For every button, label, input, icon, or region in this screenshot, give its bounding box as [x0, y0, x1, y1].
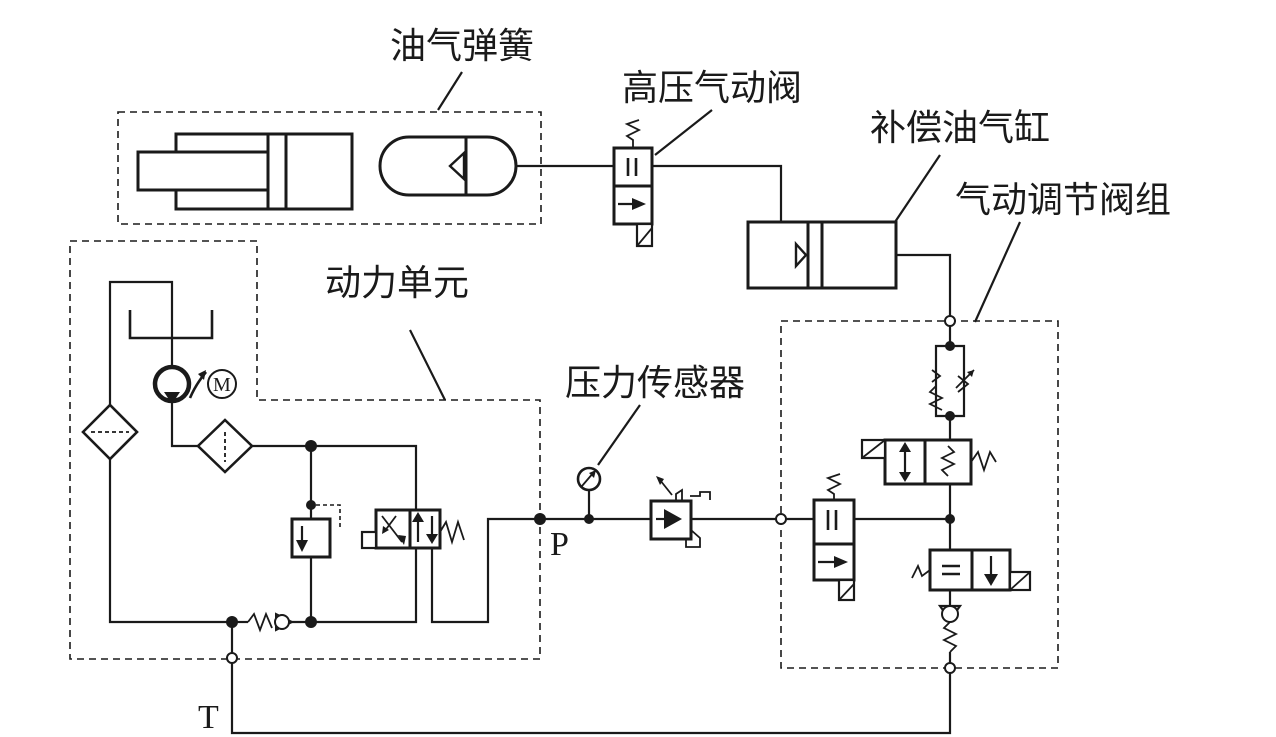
filter-left	[81, 403, 139, 461]
oil-gas-spring-group-border	[117, 111, 542, 225]
pneumatic-valve-group-border	[780, 320, 1059, 669]
port-p-label: P	[550, 526, 569, 563]
label-pressure-sensor: 压力传感器	[565, 363, 745, 404]
label-power-unit: 动力单元	[325, 263, 469, 304]
junction-t	[226, 652, 238, 664]
label-hp-pneumatic-valve: 高压气动阀	[622, 68, 802, 109]
junction-pu-2	[306, 500, 316, 510]
accumulator	[378, 135, 518, 197]
check-valve-lower	[937, 604, 963, 653]
leader-hp-pneumatic-valve	[654, 109, 713, 156]
hp-pneumatic-valve-symbol	[612, 119, 654, 248]
leader-power-unit	[409, 329, 446, 401]
leader-pressure-sensor	[597, 404, 641, 466]
junction-bottom	[944, 662, 956, 674]
pipe-ret-2	[289, 548, 418, 624]
junction-top	[944, 315, 956, 327]
relief-valve-p-line	[649, 476, 711, 548]
pneumatic-valve-side	[812, 473, 856, 602]
pilot-line	[316, 504, 341, 530]
motor-label: M	[213, 374, 231, 396]
compensation-cylinder-symbol	[746, 220, 898, 290]
pipe-cylinder-to-valve-group	[896, 253, 952, 321]
pipe-filter-left-down	[108, 459, 232, 624]
label-pneumatic-valve-group: 气动调节阀组	[955, 180, 1171, 221]
label-compensation-cylinder: 补偿油气缸	[870, 108, 1050, 149]
pneumatic-valve-upper	[860, 438, 997, 486]
power-unit-group-border	[69, 240, 541, 660]
label-oil-gas-spring: 油气弹簧	[390, 26, 534, 67]
pipe-valve-to-p	[430, 517, 540, 624]
pipe-return-t	[230, 663, 952, 735]
valve-spring-icon	[624, 119, 642, 148]
directional-valve-pu	[360, 508, 465, 550]
pipe-valve-to-cylinder	[652, 164, 783, 222]
check-valve-return	[247, 611, 295, 633]
port-t-label: T	[198, 699, 219, 736]
pressure-sensor-symbol	[576, 466, 602, 492]
pipe-filter-to-valve	[252, 444, 418, 510]
pipe-tank-top	[108, 280, 174, 405]
filter-right	[196, 418, 254, 474]
relief-valve-pu	[290, 517, 332, 559]
leader-oil-gas-spring	[437, 71, 463, 111]
throttle-check-valve	[927, 341, 975, 421]
pneumatic-valve-lower	[911, 548, 1032, 592]
oil-gas-spring-cylinder	[136, 132, 354, 211]
pump-motor: M	[152, 364, 237, 404]
leader-pneumatic-valve-group	[973, 221, 1022, 323]
pipe-pump-to-filter	[170, 401, 198, 448]
leader-compensation-cylinder	[894, 154, 941, 223]
junction-valve-group-inlet	[775, 513, 787, 525]
